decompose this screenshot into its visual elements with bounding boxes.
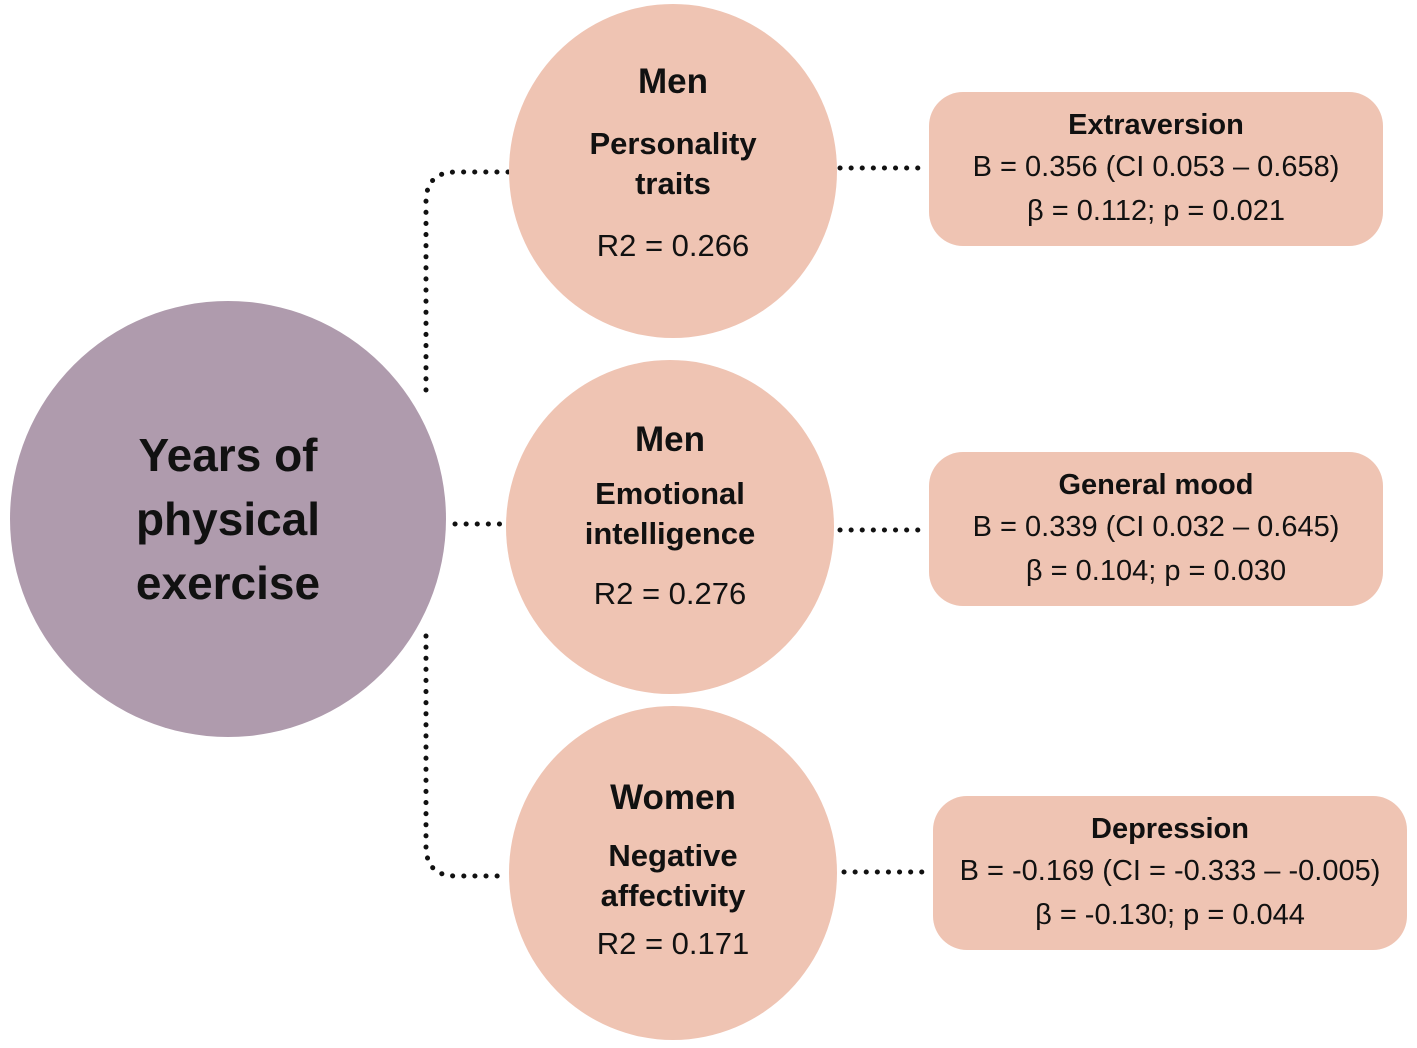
result-title: Extraversion [1068,109,1244,141]
root-label-line-2: physical [135,493,321,545]
result-title: General mood [1058,469,1254,501]
root-node-years-of-exercise: Years of physical exercise [10,301,446,737]
root-label-line-3: exercise [135,557,321,609]
connector-root-to-personality [423,169,511,393]
group-r-squared: R2 = 0.266 [596,228,750,263]
group-r-squared: R2 = 0.276 [593,576,747,611]
group-node-personality-traits: Men Personality traits R2 = 0.266 [509,4,837,338]
result-box-depression: Depression B = -0.169 (CI = -0.333 – -0.… [933,796,1407,950]
result-coefficient: B = -0.169 (CI = -0.333 – -0.005) [959,855,1381,887]
group-construct: Personality traits [589,126,757,201]
group-r-squared: R2 = 0.171 [596,926,750,961]
group-population: Men [635,420,705,459]
root-label-line-1: Years of [138,429,318,481]
group-node-negative-affectivity: Women Negative affectivity R2 = 0.171 [509,706,837,1040]
result-significance: β = -0.130; p = 0.044 [1035,899,1305,931]
result-box-general-mood: General mood B = 0.339 (CI 0.032 – 0.645… [929,452,1383,606]
result-coefficient: B = 0.356 (CI 0.053 – 0.658) [972,151,1340,183]
connector-root-to-negative [423,633,503,879]
group-population: Women [610,778,736,817]
result-box-extraversion: Extraversion B = 0.356 (CI 0.053 – 0.658… [929,92,1383,246]
group-population: Men [638,62,708,101]
group-node-emotional-intelligence: Men Emotional intelligence R2 = 0.276 [506,360,834,694]
group-construct: Emotional intelligence [584,476,756,551]
result-coefficient: B = 0.339 (CI 0.032 – 0.645) [972,511,1340,543]
group-construct: Negative affectivity [600,838,746,913]
result-significance: β = 0.104; p = 0.030 [1025,555,1287,587]
result-title: Depression [1091,813,1249,845]
result-significance: β = 0.112; p = 0.021 [1026,195,1285,227]
